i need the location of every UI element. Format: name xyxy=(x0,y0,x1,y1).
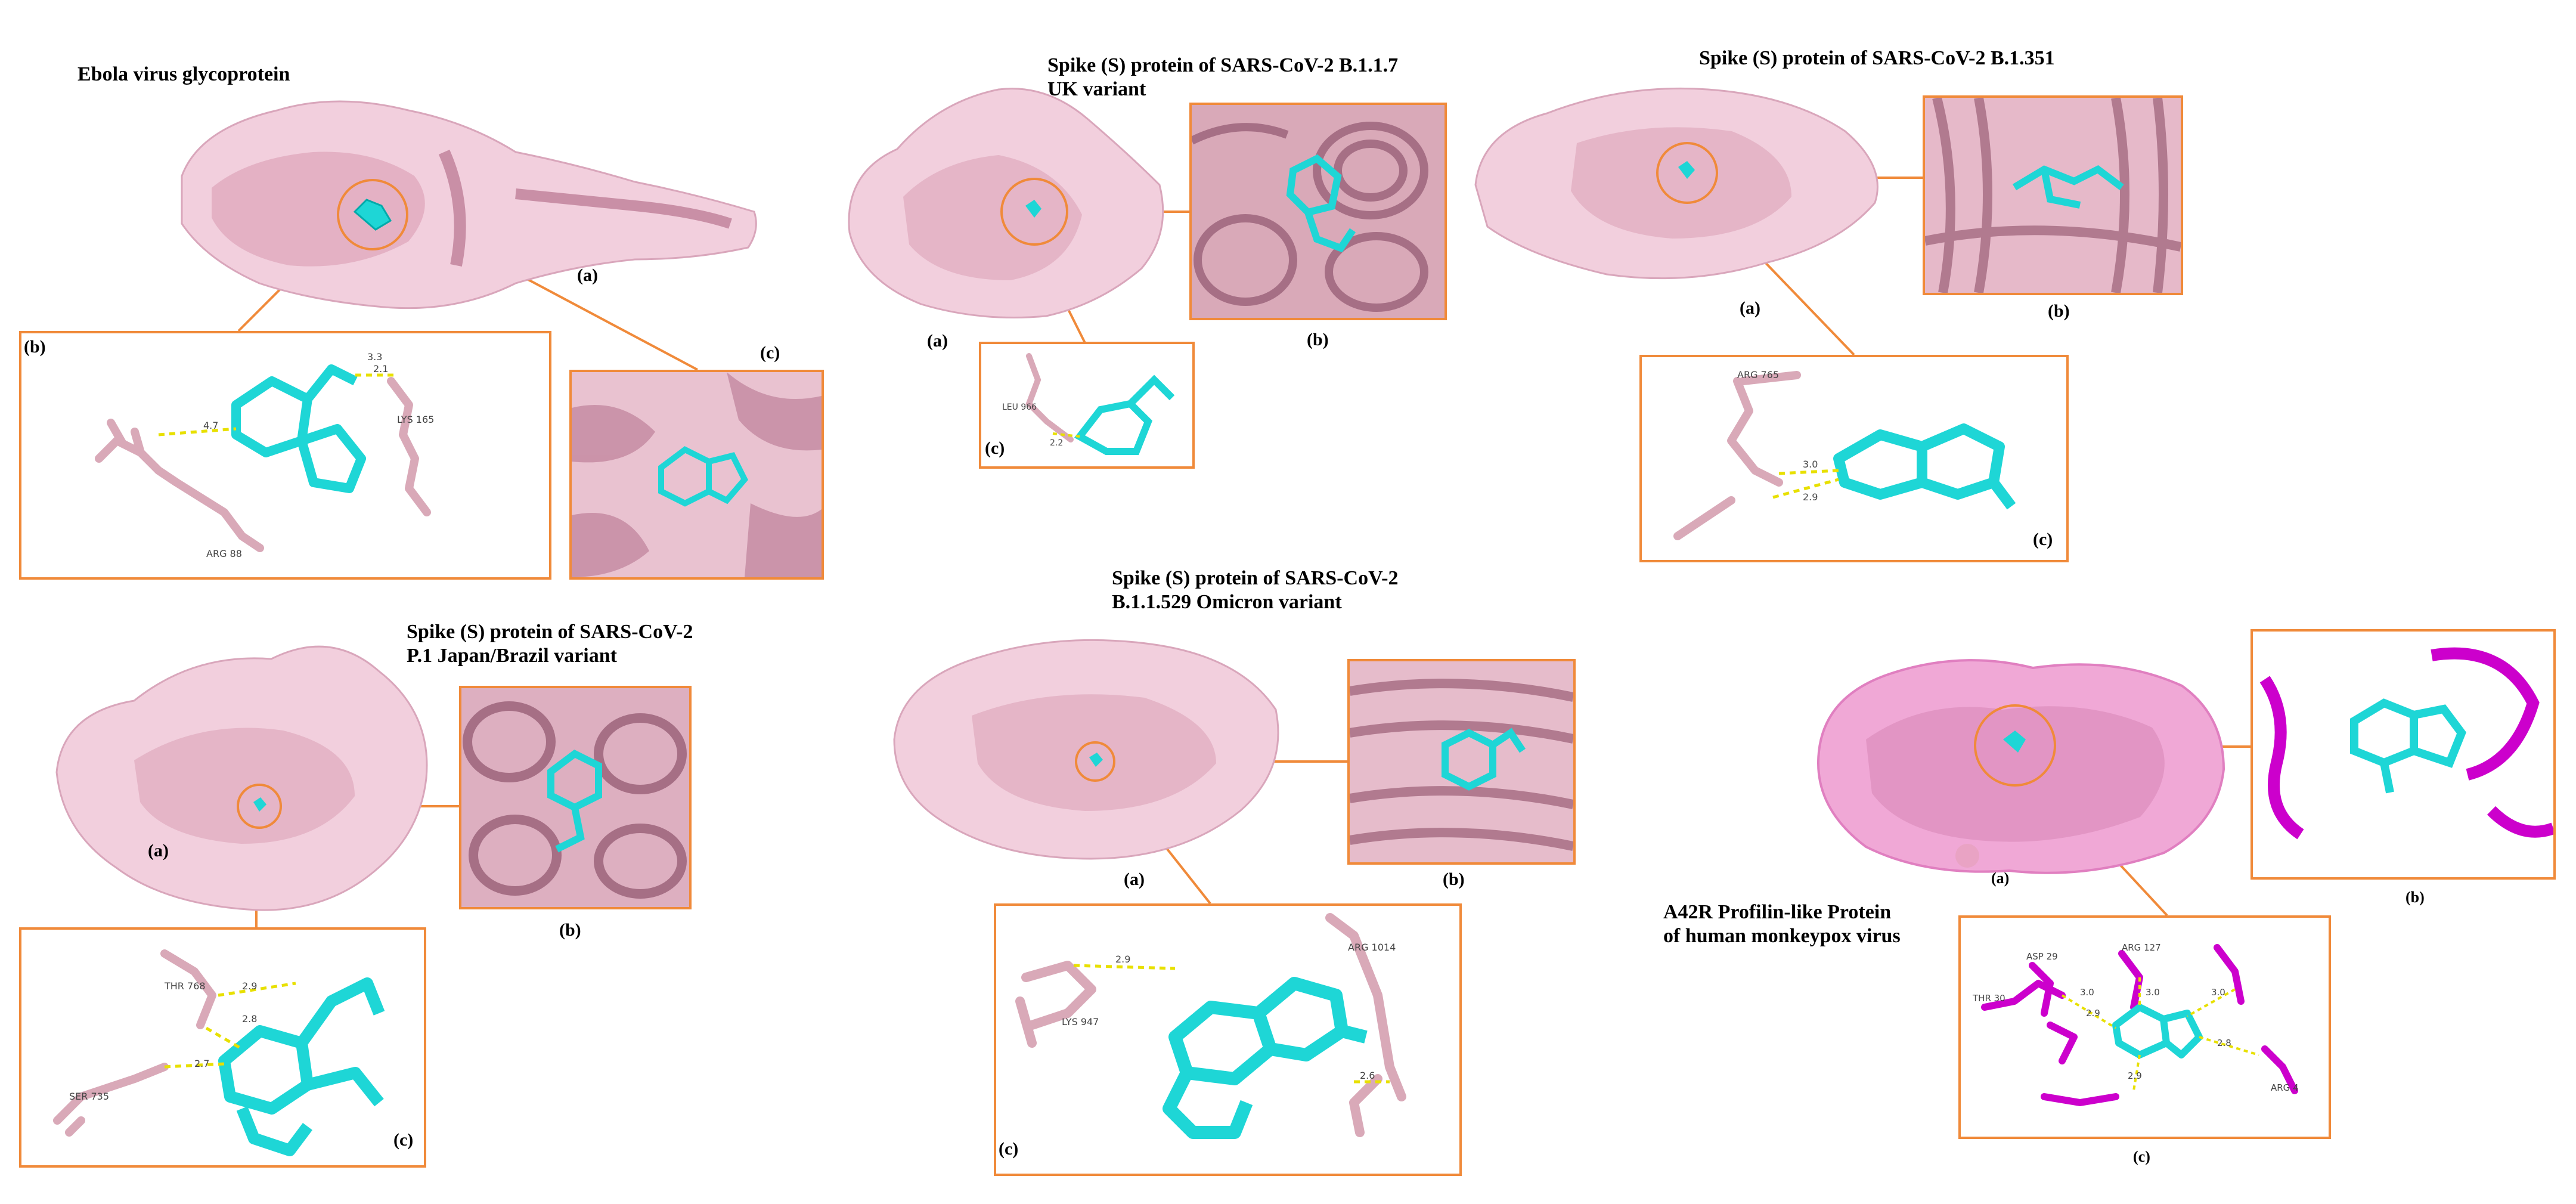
p1-protein-surface xyxy=(55,645,428,911)
p1-binding-box-c: 2.9 2.8 2.7 THR 768 SER 735 xyxy=(19,927,426,1168)
svg-text:3.0: 3.0 xyxy=(2146,987,2160,998)
mpox-title: A42R Profilin-like Protein of human monk… xyxy=(1663,901,1901,947)
svg-text:2.9: 2.9 xyxy=(2086,1008,2100,1019)
mpox-pocket-box-b xyxy=(2250,629,2556,880)
residue-label: LYS 165 xyxy=(397,414,434,425)
uk-protein-surface xyxy=(848,88,1164,318)
ebola-protein-surface xyxy=(181,100,757,309)
svg-text:2.9: 2.9 xyxy=(1803,491,1818,503)
svg-text:2.1: 2.1 xyxy=(373,363,388,374)
p1-title: Spike (S) protein of SARS-CoV-2 P.1 Japa… xyxy=(407,621,693,667)
mpox-label-b: (b) xyxy=(2405,889,2425,906)
sa-binding-box-c: 3.0 2.9 ARG 765 xyxy=(1639,355,2069,562)
svg-text:2.6: 2.6 xyxy=(1360,1070,1375,1081)
ebola-label-b: (b) xyxy=(24,337,46,357)
svg-text:3.3: 3.3 xyxy=(367,351,382,363)
svg-text:2.7: 2.7 xyxy=(194,1058,209,1069)
mpox-binding-box-c: 3.0 2.9 3.0 2.8 2.9 3.0 ARG 127 THR 30 A… xyxy=(1958,915,2331,1139)
residue-label: THR 30 xyxy=(1972,993,2005,1004)
svg-text:2.2: 2.2 xyxy=(1050,438,1063,448)
residue-label: LEU 966 xyxy=(1002,403,1037,412)
svg-text:2.9: 2.9 xyxy=(242,980,257,992)
mpox-label-c: (c) xyxy=(2133,1148,2150,1165)
residue-label: ASP 29 xyxy=(2026,951,2058,962)
sa-label-c: (c) xyxy=(2033,530,2053,549)
uk-pocket-box-b xyxy=(1189,103,1447,320)
svg-text:2.9: 2.9 xyxy=(1115,954,1130,965)
mpox-label-a: (a) xyxy=(1991,869,2010,887)
sa-label-b: (b) xyxy=(2048,301,2070,321)
ebola-title: Ebola virus glycoprotein xyxy=(78,63,290,85)
uk-label-a: (a) xyxy=(927,331,948,351)
residue-label: ARG 4 xyxy=(2271,1082,2299,1093)
omicron-pocket-box-b xyxy=(1347,659,1576,865)
residue-label: ARG 127 xyxy=(2122,942,2161,953)
omicron-label-b: (b) xyxy=(1443,869,1465,889)
sa-title: Spike (S) protein of SARS-CoV-2 B.1.351 xyxy=(1699,47,2055,69)
p1-label-a: (a) xyxy=(148,841,169,861)
residue-label: LYS 947 xyxy=(1062,1016,1099,1027)
omicron-title: Spike (S) protein of SARS-CoV-2 B.1.1.52… xyxy=(1112,567,1399,613)
residue-label: THR 768 xyxy=(164,980,206,992)
svg-text:2.9: 2.9 xyxy=(2128,1070,2142,1081)
omicron-label-a: (a) xyxy=(1124,869,1145,889)
sa-protein-surface xyxy=(1474,87,1878,280)
svg-text:2.8: 2.8 xyxy=(2217,1038,2231,1048)
residue-label: ARG 765 xyxy=(1737,369,1779,380)
mpox-protein-surface xyxy=(1816,659,2225,874)
residue-label: ARG 1014 xyxy=(1348,942,1396,953)
omicron-label-c: (c) xyxy=(999,1139,1019,1159)
uk-title: Spike (S) protein of SARS-CoV-2 B.1.1.7 … xyxy=(1047,54,1399,100)
uk-label-b: (b) xyxy=(1307,330,1329,349)
uk-label-c: (c) xyxy=(985,438,1005,458)
ebola-pocket-box-c xyxy=(569,370,824,580)
svg-text:3.0: 3.0 xyxy=(2080,987,2094,998)
sa-pocket-box-b xyxy=(1923,95,2183,295)
svg-text:4.7: 4.7 xyxy=(203,420,218,431)
sa-label-a: (a) xyxy=(1740,298,1760,318)
p1-label-c: (c) xyxy=(393,1130,414,1150)
residue-label: SER 735 xyxy=(69,1091,109,1102)
svg-text:3.0: 3.0 xyxy=(1803,459,1818,470)
ebola-label-a: (a) xyxy=(577,265,598,285)
p1-pocket-box-b xyxy=(459,686,692,909)
omicron-protein-surface xyxy=(893,639,1279,860)
p1-label-b: (b) xyxy=(559,920,581,940)
svg-text:2.8: 2.8 xyxy=(242,1013,257,1025)
uk-binding-box-c: 2.2 LEU 966 xyxy=(979,342,1195,469)
omicron-binding-box-c: 2.9 2.6 LYS 947 ARG 1014 xyxy=(994,903,1462,1176)
ebola-binding-box-b: 4.7 3.3 2.1 LYS 165 ARG 88 xyxy=(19,331,551,580)
residue-label: ARG 88 xyxy=(206,548,242,559)
svg-text:3.0: 3.0 xyxy=(2211,987,2225,998)
ebola-label-c: (c) xyxy=(760,343,780,363)
